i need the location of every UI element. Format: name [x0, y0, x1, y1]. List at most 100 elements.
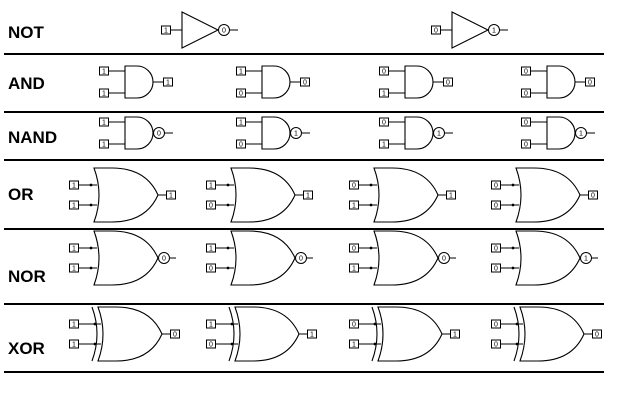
junction-dot-2 — [226, 266, 230, 270]
xor-extra-curve — [513, 306, 520, 362]
input-bit-2: 1 — [72, 266, 76, 273]
gate-instance: 011 — [379, 116, 453, 150]
input-bit-1: 0 — [524, 69, 528, 76]
input-bit-1-box — [69, 319, 79, 329]
row-label: XOR — [8, 339, 45, 358]
input-bit-2-box — [99, 139, 109, 149]
input-bit-2: 1 — [352, 342, 356, 349]
input-bit-2: 1 — [382, 91, 386, 98]
output-bit: 0 — [595, 332, 599, 339]
input-bit-1-box — [206, 243, 216, 253]
output-bit: 0 — [591, 193, 595, 200]
input-bit-1-box — [379, 66, 389, 76]
junction-dot-2 — [226, 203, 230, 207]
output-bit: 1 — [310, 332, 314, 339]
or-gate-symbol — [515, 167, 581, 223]
output-bit: 1 — [437, 131, 441, 138]
output-bit-box — [300, 77, 310, 87]
input-bit-1: 0 — [494, 246, 498, 253]
output-bit: 1 — [453, 332, 457, 339]
input-bit-2: 1 — [352, 203, 356, 210]
input-bit-1: 0 — [434, 28, 438, 35]
row-label: NOR — [8, 267, 46, 286]
input-bit-2: 0 — [494, 342, 498, 349]
input-bit-2: 0 — [209, 342, 213, 349]
output-bit-box — [163, 77, 173, 87]
nor-gate-symbol — [93, 230, 159, 286]
xor-gate-symbol — [234, 306, 300, 362]
junction-dot-2 — [89, 266, 93, 270]
gate-instance: 101 — [206, 167, 313, 223]
input-bit-1: 1 — [209, 246, 213, 253]
gate-instance: 011 — [349, 167, 456, 223]
input-bit-2: 0 — [239, 142, 243, 149]
input-bit-2: 0 — [209, 203, 213, 210]
junction-dot-1 — [369, 246, 373, 250]
output-bit: 0 — [299, 256, 303, 263]
and-gate-symbol — [404, 65, 434, 99]
and-gate-symbol — [124, 65, 154, 99]
gate-instance: 011 — [349, 306, 460, 362]
input-bit-1-box — [349, 319, 359, 329]
nand-gate-symbol — [404, 116, 434, 150]
input-bit-2: 1 — [382, 142, 386, 149]
input-bit-1: 0 — [524, 120, 528, 127]
output-bit-bubble — [153, 127, 165, 139]
input-bit-2: 0 — [494, 266, 498, 273]
xor-gate-symbol — [377, 306, 443, 362]
input-bit-1-box — [349, 180, 359, 190]
input-bit-1: 1 — [164, 28, 168, 35]
gate-instance: 110 — [69, 306, 180, 362]
output-bit-box — [450, 329, 460, 339]
output-bit-box — [592, 329, 602, 339]
junction-dot-1 — [89, 183, 93, 187]
nor-gate-symbol — [515, 230, 581, 286]
input-bit-1-box — [491, 319, 501, 329]
output-bit-bubble — [438, 252, 450, 264]
output-bit-box — [166, 190, 176, 200]
xor-extra-curve — [228, 306, 235, 362]
input-bit-2: 1 — [352, 266, 356, 273]
input-bit-2-box — [491, 339, 501, 349]
gate-instance: 001 — [521, 116, 595, 150]
input-bit-2: 0 — [524, 91, 528, 98]
input-bit-1-box — [161, 25, 171, 35]
nand-gate-symbol — [546, 116, 576, 150]
junction-dot-2 — [511, 203, 515, 207]
input-bit-2-box — [69, 200, 79, 210]
output-bit: 0 — [446, 80, 450, 87]
output-bit: 0 — [162, 256, 166, 263]
input-bit-2: 1 — [72, 342, 76, 349]
output-bit: 0 — [588, 80, 592, 87]
input-bit-1-box — [379, 117, 389, 127]
input-bit-1-box — [99, 66, 109, 76]
input-bit-1: 0 — [382, 69, 386, 76]
input-bit-1-box — [99, 117, 109, 127]
output-bit-box — [443, 77, 453, 87]
input-bit-2-box — [379, 139, 389, 149]
nand-gate-symbol — [124, 116, 154, 150]
input-bit-1: 0 — [494, 322, 498, 329]
nor-gate-symbol — [373, 230, 439, 286]
gate-instance: 0 0 0 — [521, 65, 595, 99]
input-bit-2-box — [521, 139, 531, 149]
input-bit-1-box — [206, 180, 216, 190]
nor-gate-symbol — [230, 230, 296, 286]
output-bit-bubble — [218, 24, 230, 36]
nand-gate-symbol — [261, 116, 291, 150]
input-bit-2-box — [491, 263, 501, 273]
input-bit-2-box — [349, 200, 359, 210]
output-bit-box — [170, 329, 180, 339]
output-bit-bubble — [295, 252, 307, 264]
output-bit-box — [588, 190, 598, 200]
input-bit-2-box — [206, 200, 216, 210]
input-bit-2-box — [379, 88, 389, 98]
output-bit-bubble — [433, 127, 445, 139]
input-bit-1-box — [69, 243, 79, 253]
output-bit: 0 — [222, 28, 226, 35]
